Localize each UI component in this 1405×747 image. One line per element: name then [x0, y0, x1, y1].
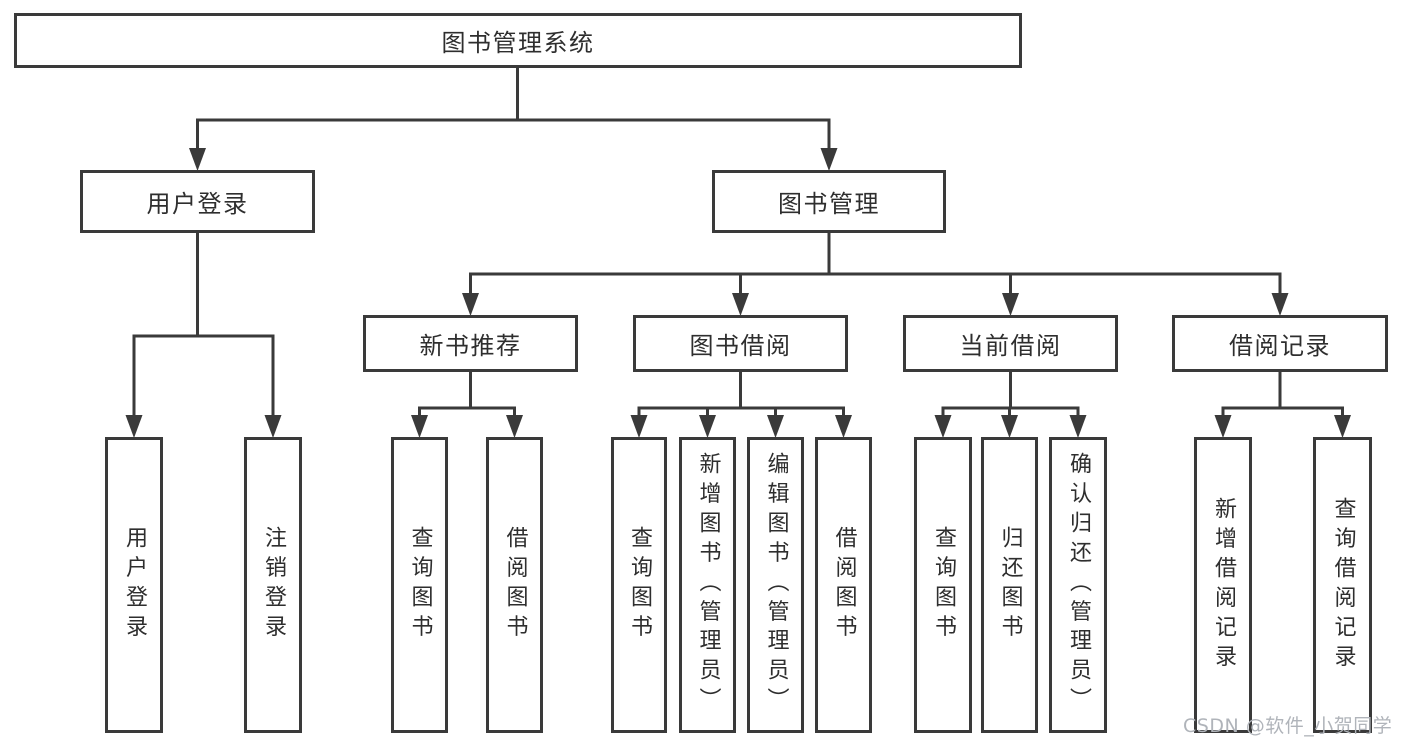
connector-book-management-children	[462, 233, 1289, 316]
leaf-query-books-recommend: 查询图书	[391, 437, 448, 733]
node-label: 编辑图书（管理员）	[763, 452, 789, 718]
leaf-query-books-borrowing: 查询图书	[611, 437, 667, 733]
leaf-add-borrow-record: 新增借阅记录	[1194, 437, 1252, 733]
node-label: 借阅图书	[502, 526, 528, 644]
node-label: 用户登录	[122, 526, 147, 644]
node-current-borrowing: 当前借阅	[903, 315, 1118, 372]
connector-current-borrowing-children	[934, 372, 1087, 438]
leaf-edit-books-admin: 编辑图书（管理员）	[747, 437, 804, 733]
leaf-borrow-books-recommend: 借阅图书	[486, 437, 543, 733]
node-label: 新书推荐	[419, 332, 522, 360]
node-label: 查询借阅记录	[1330, 496, 1356, 674]
connector-root-to-level2	[189, 68, 838, 171]
node-library-management-system: 图书管理系统	[14, 13, 1022, 68]
node-label: 查询图书	[407, 526, 433, 644]
node-user-login: 用户登录	[80, 170, 315, 233]
leaf-confirm-return-admin: 确认归还（管理员）	[1049, 437, 1107, 733]
node-label: 归还图书	[997, 526, 1023, 644]
leaf-query-books-current: 查询图书	[914, 437, 972, 733]
leaf-add-books-admin: 新增图书（管理员）	[679, 437, 736, 733]
node-label: 确认归还（管理员）	[1066, 452, 1091, 718]
connector-borrowing-records-children	[1214, 372, 1351, 438]
connector-user-login-children	[125, 233, 282, 438]
node-label: 新增借阅记录	[1211, 496, 1236, 674]
leaf-user-login: 用户登录	[105, 437, 163, 733]
node-label: 新增图书（管理员）	[695, 452, 721, 718]
csdn-watermark: CSDN @软件_小贺同学	[1183, 715, 1393, 737]
node-label: 图书管理	[778, 190, 880, 218]
leaf-logout: 注销登录	[244, 437, 302, 733]
node-label: 注销登录	[261, 526, 286, 644]
node-label: 图书借阅	[689, 332, 792, 360]
node-label: 图书管理系统	[441, 29, 595, 57]
leaf-query-borrow-record: 查询借阅记录	[1313, 437, 1372, 733]
node-label: 借阅记录	[1229, 332, 1331, 360]
node-book-management: 图书管理	[712, 170, 946, 233]
node-new-book-recommendation: 新书推荐	[363, 315, 578, 372]
node-book-borrowing: 图书借阅	[633, 315, 848, 372]
leaf-return-books: 归还图书	[981, 437, 1038, 733]
node-borrowing-records: 借阅记录	[1172, 315, 1388, 372]
node-label: 查询图书	[627, 526, 652, 644]
node-label: 查询图书	[931, 526, 956, 644]
node-label: 用户登录	[146, 190, 249, 218]
node-label: 当前借阅	[959, 332, 1062, 360]
connector-book-borrowing-children	[630, 372, 852, 438]
leaf-borrow-books-borrowing: 借阅图书	[815, 437, 872, 733]
node-label: 借阅图书	[831, 526, 857, 644]
connector-new-book-recommendation-children	[411, 372, 523, 438]
